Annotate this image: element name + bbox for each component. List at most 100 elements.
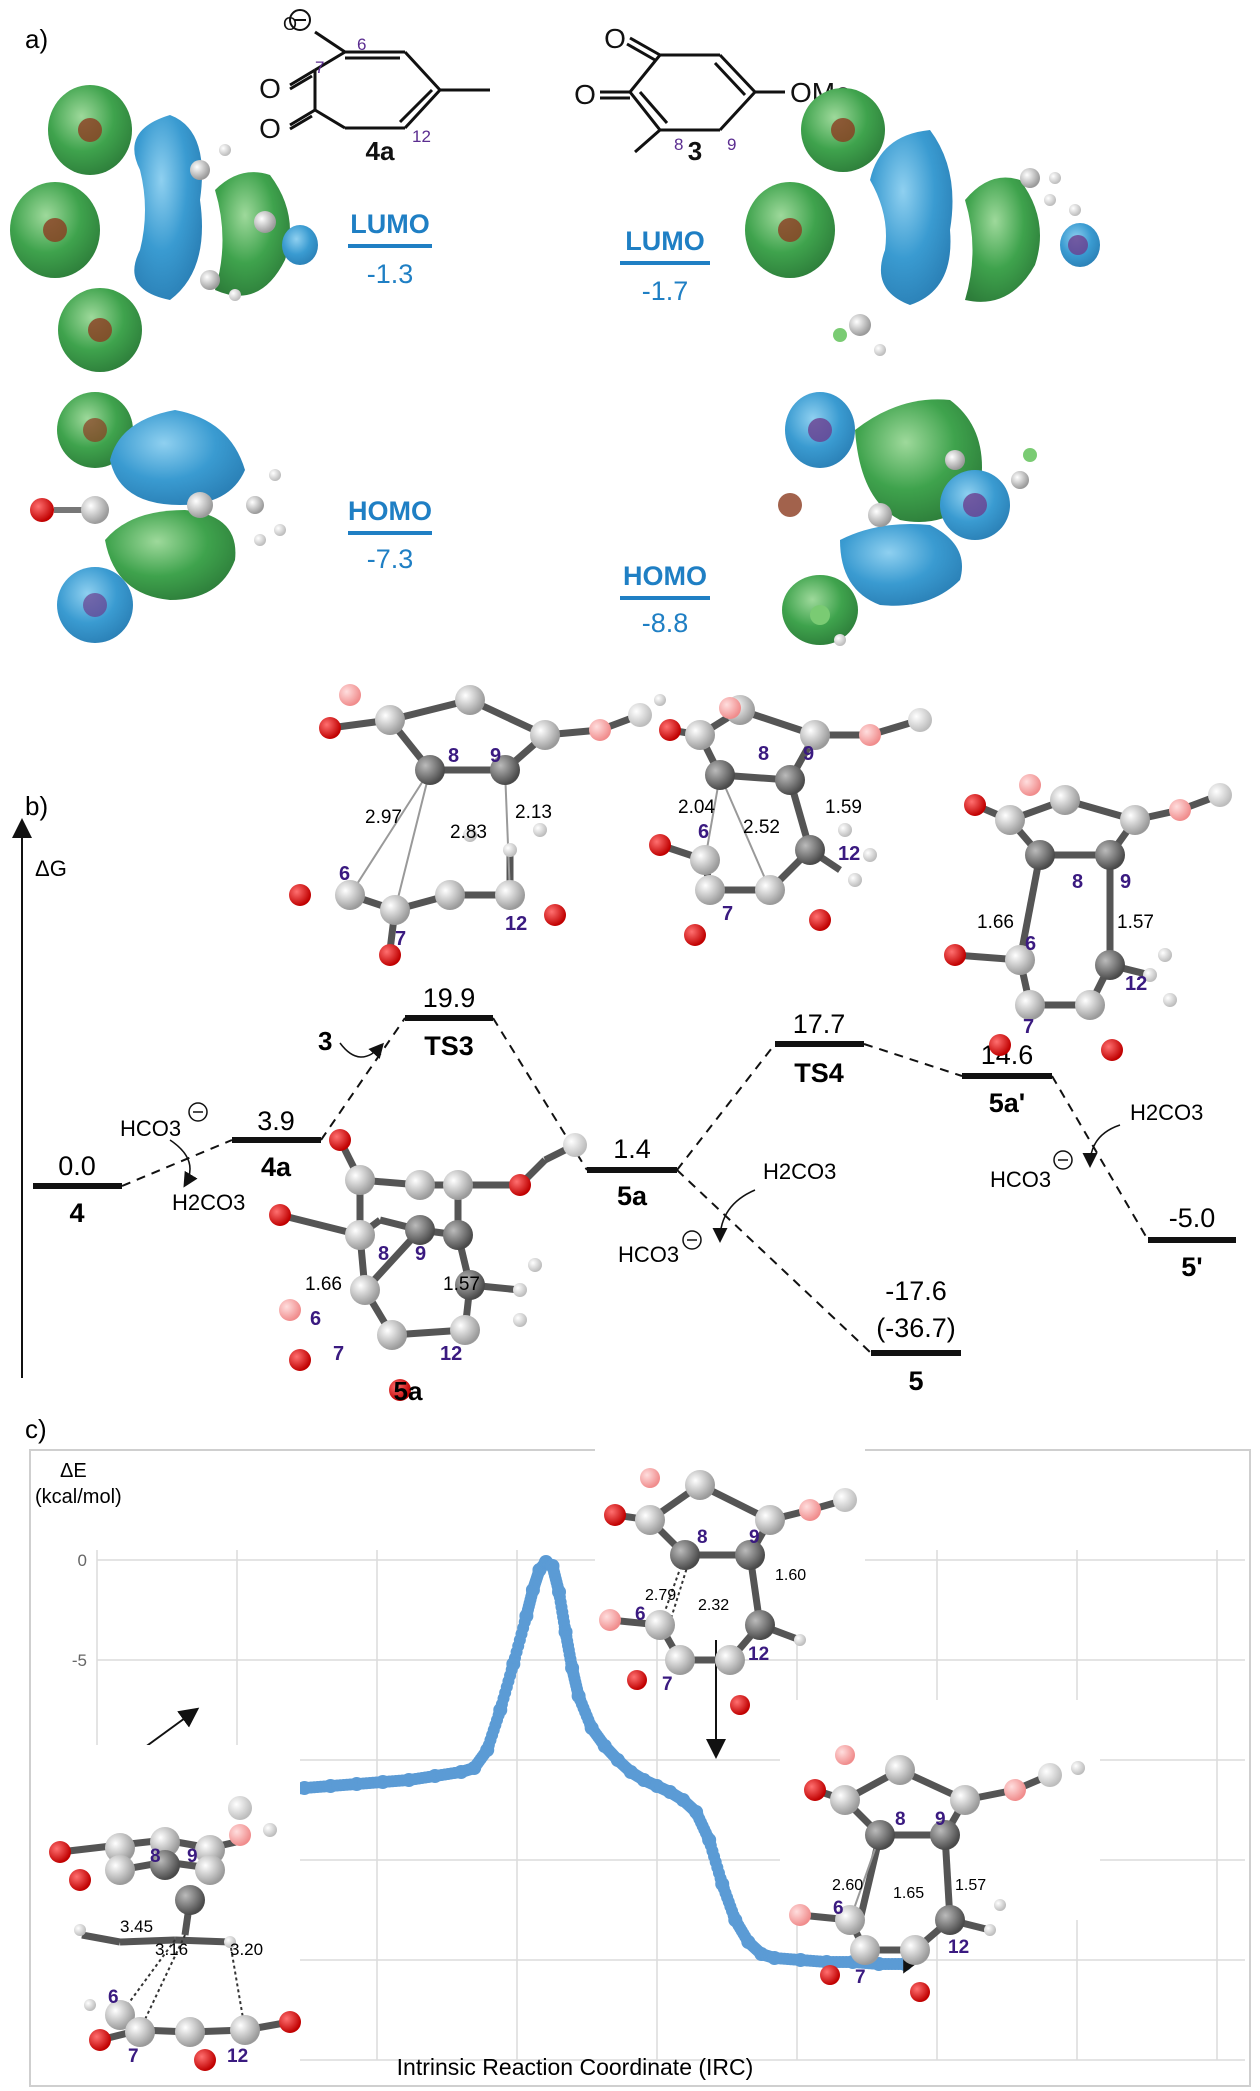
level-4a-name: 4a <box>261 1152 292 1182</box>
ts3-dist-1: 2.97 <box>365 807 402 828</box>
5a-atom-8: 8 <box>378 1243 389 1265</box>
ts4-atom-12: 12 <box>838 843 860 865</box>
irc-prod-atom-8: 8 <box>895 1809 906 1830</box>
lumo-4a-value: -1.3 <box>367 259 414 289</box>
5ap-atom-8: 8 <box>1072 871 1083 893</box>
homo-4a-label: HOMO <box>348 496 432 526</box>
5ap-atom-6: 6 <box>1025 933 1036 955</box>
irc-ytick-label: -5 <box>72 1651 87 1670</box>
ts4-atom-6: 6 <box>698 821 709 843</box>
5ap-dist-2: 1.57 <box>1117 912 1154 933</box>
irc-reactant-atom-9: 9 <box>187 1846 198 1867</box>
curved-arrow-1 <box>169 1139 198 1188</box>
reagent-h2co3-2: H2CO3 <box>763 1159 836 1184</box>
level-ts4-name: TS4 <box>794 1058 844 1088</box>
ts4-dist-1: 2.04 <box>678 797 715 818</box>
irc-ylabel-2: (kcal/mol) <box>35 1486 122 1508</box>
irc-ts-dist-2: 2.32 <box>698 1597 729 1614</box>
energy-levels <box>33 1015 1236 1356</box>
level-5a-value: 1.4 <box>613 1134 651 1164</box>
curved-arrow-4 <box>1082 1124 1121 1168</box>
irc-reactant-dist-1: 3.45 <box>120 1917 153 1936</box>
irc-reactant-dist-3: 3.20 <box>230 1940 263 1959</box>
4a-atom-12: 12 <box>412 127 431 146</box>
orbital-lumo-3 <box>745 88 1100 356</box>
5a-dist-1: 1.66 <box>305 1274 342 1295</box>
3-carbonyl-o2: O <box>574 79 596 110</box>
ts4-atom-8: 8 <box>758 743 769 765</box>
lumo-3-value: -1.7 <box>642 276 689 306</box>
ts3-dist-3: 2.13 <box>515 802 552 823</box>
ts4-molecule <box>649 695 932 946</box>
5ap-atom-7: 7 <box>1023 1016 1034 1038</box>
reagent-h2co3-1: H2CO3 <box>172 1190 245 1215</box>
5a-structure-label: 5a <box>394 1376 423 1406</box>
curved-arrow-2 <box>339 1042 384 1059</box>
5a-atom-12: 12 <box>440 1343 462 1365</box>
irc-ylabel-1: ΔE <box>60 1460 87 1482</box>
irc-prod-dist-3: 1.57 <box>955 1877 986 1894</box>
4a-atom-7: 7 <box>315 58 324 77</box>
level-5-value: -17.6 <box>885 1276 947 1306</box>
irc-reactant-atom-12: 12 <box>227 2046 248 2067</box>
irc-ts-atom-7: 7 <box>662 1674 673 1695</box>
4a-compound-label: 4a <box>366 136 395 166</box>
4a-carbonyl-o1: O <box>259 73 281 104</box>
ts3-dist-2: 2.83 <box>450 822 487 843</box>
reagent-3: 3 <box>318 1026 332 1056</box>
structure-4a <box>289 9 490 131</box>
irc-prod-atom-12: 12 <box>948 1937 969 1958</box>
level-4-value: 0.0 <box>58 1151 96 1181</box>
ts4-dist-2: 2.52 <box>743 817 780 838</box>
ts4-atom-7: 7 <box>722 903 733 925</box>
level-ts3-name: TS3 <box>424 1031 474 1061</box>
level-5-value-alt: (-36.7) <box>876 1313 956 1343</box>
orbital-homo-3 <box>778 392 1037 646</box>
4a-carbonyl-o2: O <box>259 113 281 144</box>
reagent-h2co3-3: H2CO3 <box>1130 1100 1203 1125</box>
reagent-hco3-3: HCO3 <box>990 1167 1051 1192</box>
irc-prod-atom-6: 6 <box>833 1898 844 1919</box>
ts3-atom-8: 8 <box>448 745 459 767</box>
3-atom-9: 9 <box>727 135 736 154</box>
charge-minus-icon <box>188 1102 208 1122</box>
ts4-dist-3: 1.59 <box>825 797 862 818</box>
panel-a-label: a) <box>25 24 48 54</box>
5a-dist-2: 1.57 <box>443 1274 480 1295</box>
irc-ts-dist-3: 1.60 <box>775 1567 806 1584</box>
ts4-atom-9: 9 <box>803 743 814 765</box>
level-4-name: 4 <box>69 1198 84 1228</box>
3-atom-8: 8 <box>674 135 683 154</box>
level-5p-value: -5.0 <box>1169 1203 1216 1233</box>
5a-atom-6: 6 <box>310 1308 321 1330</box>
irc-reactant-atom-7: 7 <box>128 2046 139 2067</box>
irc-inset-reactant <box>35 1745 301 2085</box>
irc-reactant-atom-6: 6 <box>108 1987 119 2008</box>
5a-molecule <box>269 1129 587 1401</box>
structure-3 <box>600 36 785 154</box>
irc-prod-dist-1: 2.60 <box>832 1877 863 1894</box>
irc-ts-dist-1: 2.79 <box>645 1587 676 1604</box>
orbital-homo-4a <box>30 392 286 643</box>
delta-g-axis-label: ΔG <box>35 856 67 881</box>
ts3-molecule <box>289 684 666 966</box>
level-5ap-name: 5a' <box>989 1088 1025 1118</box>
level-ts4-value: 17.7 <box>793 1009 846 1039</box>
irc-reactant-atom-8: 8 <box>150 1846 161 1867</box>
5ap-atom-12: 12 <box>1125 973 1147 995</box>
irc-ts-atom-9: 9 <box>749 1527 760 1548</box>
3-compound-label: 3 <box>688 136 702 166</box>
irc-inset-product <box>780 1700 1100 2002</box>
homo-4a-value: -7.3 <box>367 544 414 574</box>
panel-c-label: c) <box>25 1414 47 1444</box>
homo-3-label: HOMO <box>623 561 707 591</box>
level-4a-value: 3.9 <box>257 1106 295 1136</box>
5a-atom-9: 9 <box>415 1243 426 1265</box>
lumo-4a-label: LUMO <box>350 209 429 239</box>
orbital-lumo-4a <box>10 85 318 372</box>
5ap-atom-9: 9 <box>1120 871 1131 893</box>
level-5a-name: 5a <box>617 1181 648 1211</box>
irc-prod-dist-2: 1.65 <box>893 1885 924 1902</box>
ts3-atom-12: 12 <box>505 913 527 935</box>
3-carbonyl-o1: O <box>604 23 626 54</box>
